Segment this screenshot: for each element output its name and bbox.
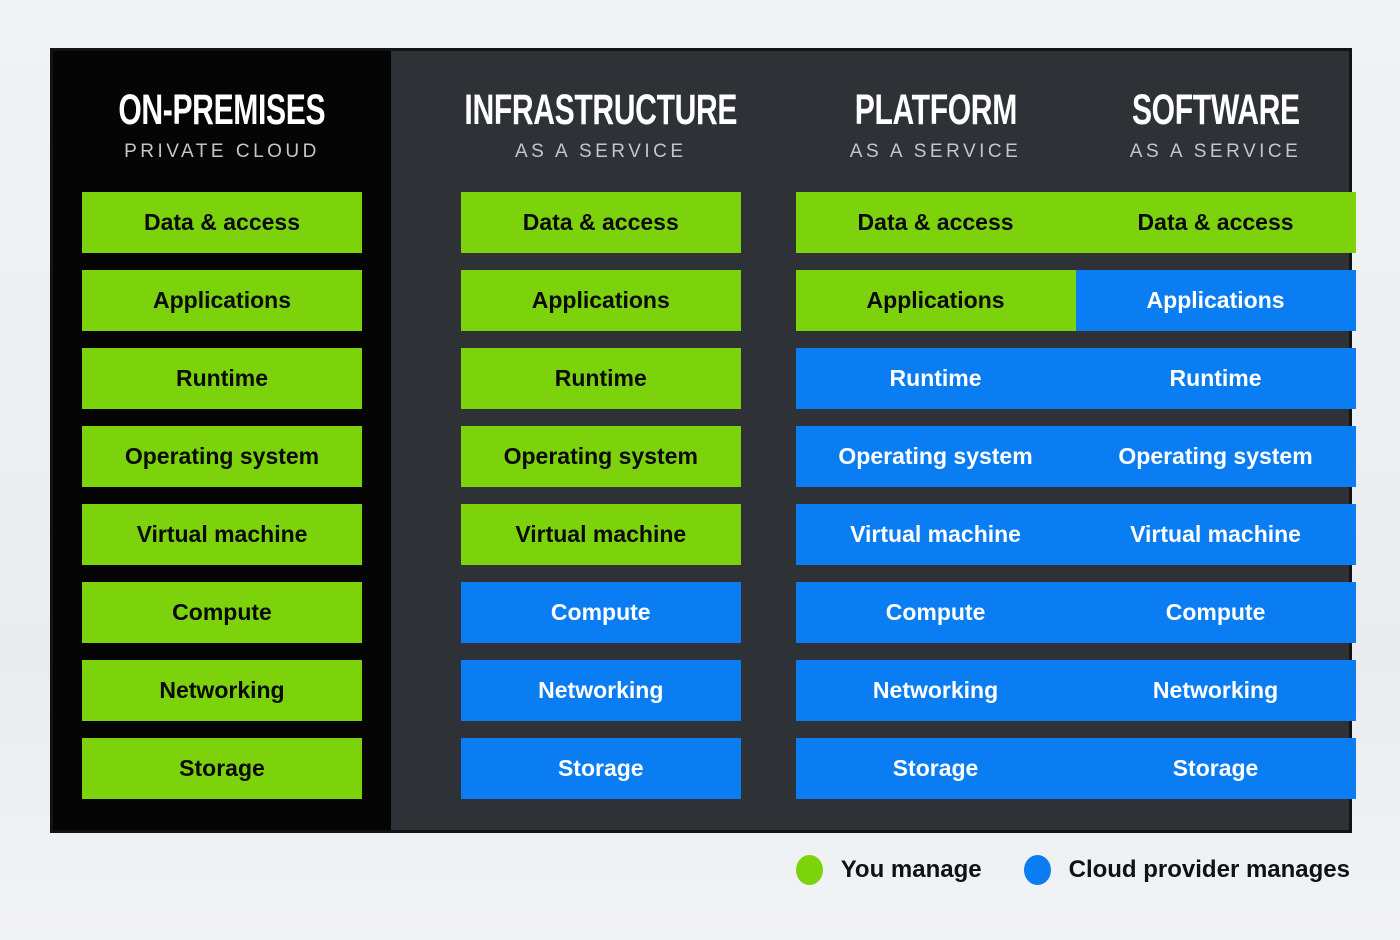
layer-box-on-premises-storage: Storage — [82, 738, 362, 799]
column-iaas: INFRASTRUCTURE AS A SERVICE Data & acces… — [406, 51, 796, 830]
layer-box-paas-storage: Storage — [795, 738, 1076, 799]
layer-box-saas-virtual-machine: Virtual machine — [1075, 504, 1356, 565]
layer-box-saas-runtime: Runtime — [1075, 348, 1356, 409]
layer-box-iaas-networking: Networking — [460, 660, 741, 721]
layer-box-paas-compute: Compute — [795, 582, 1076, 643]
column-subtitle: AS A SERVICE — [849, 140, 1022, 162]
column-title: SOFTWARE — [1096, 85, 1336, 134]
layer-box-saas-networking: Networking — [1075, 660, 1356, 721]
column-title-text: PLATFORM — [854, 85, 1017, 134]
column-header-iaas: INFRASTRUCTURE AS A SERVICE — [406, 51, 796, 192]
layer-box-saas-compute: Compute — [1075, 582, 1356, 643]
column-header-on-premises: ON-PREMISES PRIVATE CLOUD — [53, 51, 391, 192]
legend-dot-provider — [1023, 855, 1051, 885]
layer-box-on-premises-data-access: Data & access — [82, 192, 362, 253]
column-title-text: ON-PREMISES — [118, 85, 326, 134]
layer-box-iaas-storage: Storage — [460, 738, 741, 799]
layer-box-iaas-virtual-machine: Virtual machine — [460, 504, 741, 565]
column-header-saas: SOFTWARE AS A SERVICE — [1076, 51, 1356, 192]
layer-box-on-premises-applications: Applications — [82, 270, 362, 331]
layer-box-iaas-compute: Compute — [460, 582, 741, 643]
layer-box-saas-data-access: Data & access — [1075, 192, 1356, 253]
layer-box-saas-operating-system: Operating system — [1075, 426, 1356, 487]
legend-item-you: You manage — [795, 855, 982, 885]
column-header-paas: PLATFORM AS A SERVICE — [796, 51, 1076, 192]
layer-box-paas-networking: Networking — [795, 660, 1076, 721]
layer-box-iaas-data-access: Data & access — [460, 192, 741, 253]
column-title-text: INFRASTRUCTURE — [464, 85, 738, 134]
layer-box-iaas-applications: Applications — [460, 270, 741, 331]
layer-box-paas-data-access: Data & access — [795, 192, 1076, 253]
legend: You manage Cloud provider manages — [795, 855, 1350, 885]
layer-box-iaas-runtime: Runtime — [460, 348, 741, 409]
column-title: ON-PREMISES — [74, 85, 370, 134]
layer-box-paas-operating-system: Operating system — [795, 426, 1076, 487]
layer-box-on-premises-virtual-machine: Virtual machine — [82, 504, 362, 565]
layer-box-iaas-operating-system: Operating system — [460, 426, 741, 487]
layer-box-paas-runtime: Runtime — [795, 348, 1076, 409]
layer-box-saas-applications: Applications — [1075, 270, 1356, 331]
layer-box-on-premises-operating-system: Operating system — [82, 426, 362, 487]
cloud-columns-section: INFRASTRUCTURE AS A SERVICE Data & acces… — [391, 51, 1371, 830]
column-title-text: SOFTWARE — [1131, 85, 1300, 134]
column-subtitle: AS A SERVICE — [1129, 140, 1302, 162]
column-title: PLATFORM — [820, 85, 1052, 134]
layer-box-paas-virtual-machine: Virtual machine — [795, 504, 1076, 565]
legend-label: Cloud provider manages — [1068, 856, 1350, 883]
legend-dot-you — [795, 855, 823, 885]
layer-box-on-premises-networking: Networking — [82, 660, 362, 721]
legend-label: You manage — [840, 856, 982, 883]
column-subtitle: AS A SERVICE — [514, 140, 687, 162]
legend-item-provider: Cloud provider manages — [1023, 855, 1350, 885]
layer-box-on-premises-runtime: Runtime — [82, 348, 362, 409]
column-subtitle: PRIVATE CLOUD — [124, 140, 320, 162]
column-title: INFRASTRUCTURE — [406, 85, 796, 134]
layer-box-on-premises-compute: Compute — [82, 582, 362, 643]
layer-box-paas-applications: Applications — [795, 270, 1076, 331]
layer-box-saas-storage: Storage — [1075, 738, 1356, 799]
